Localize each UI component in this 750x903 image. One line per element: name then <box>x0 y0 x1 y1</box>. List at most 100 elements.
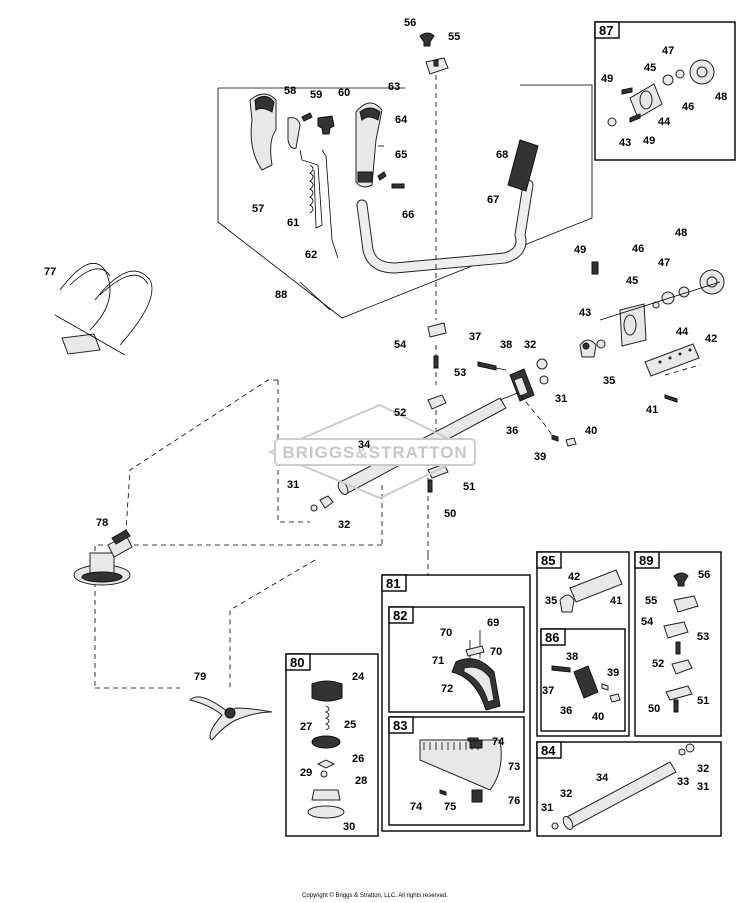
part-label-85-35: 35 <box>545 595 557 607</box>
part-label-87-45: 45 <box>644 62 656 74</box>
part-label-80-29: 29 <box>300 767 312 779</box>
part-label-63: 63 <box>388 81 400 93</box>
part-label-38: 38 <box>500 339 512 351</box>
part-label-82-70: 70 <box>440 627 452 639</box>
part-label-62: 62 <box>305 249 317 261</box>
part-label-89-52: 52 <box>652 658 664 670</box>
part-label-86-36: 36 <box>560 705 572 717</box>
part-label-43: 43 <box>579 307 591 319</box>
part-label-83-73: 73 <box>508 761 520 773</box>
part-label-89-53: 53 <box>697 631 709 643</box>
part-label-32: 32 <box>524 339 536 351</box>
part-label-87-47: 47 <box>662 45 674 57</box>
box-81-guard-assembly <box>381 574 531 832</box>
part-label-86-37: 37 <box>542 685 554 697</box>
part-label-86-38: 38 <box>566 651 578 663</box>
part-label-87-49b: 49 <box>643 135 655 147</box>
part-label-31b: 31 <box>287 479 299 491</box>
box-label-87: 87 <box>599 23 613 38</box>
part-label-80-25: 25 <box>344 719 356 731</box>
part-label-80-26: 26 <box>352 753 364 765</box>
part-label-53: 53 <box>454 367 466 379</box>
box-89-shaft-clamp <box>634 551 722 737</box>
blade-part <box>189 696 273 741</box>
handle-kit-group <box>217 84 593 319</box>
gear-housing-part <box>509 368 535 402</box>
box-label-84: 84 <box>541 743 556 758</box>
part-label-42: 42 <box>705 333 717 345</box>
part-label-83-76: 76 <box>508 795 520 807</box>
part-label-84-32: 32 <box>697 763 709 775</box>
part-label-34: 34 <box>358 439 371 451</box>
part-label-80-28: 28 <box>355 775 367 787</box>
part-label-80-30: 30 <box>343 821 355 833</box>
part-label-87-46: 46 <box>682 101 694 113</box>
part-label-82-69: 69 <box>487 617 499 629</box>
box-label-85: 85 <box>541 553 555 568</box>
guard-piece-part <box>451 658 501 711</box>
part-label-80-27: 27 <box>300 721 312 733</box>
part-label-84-31: 31 <box>697 781 709 793</box>
part-label-66: 66 <box>402 209 414 221</box>
part-label-60: 60 <box>338 87 350 99</box>
part-label-48: 48 <box>675 227 687 239</box>
shoulder-strap-part <box>54 262 153 356</box>
part-label-84-32b: 32 <box>560 788 572 800</box>
part-label-84-34: 34 <box>596 772 609 784</box>
box-85-guard-mount <box>536 551 630 737</box>
part-label-77: 77 <box>44 266 56 278</box>
part-label-55: 55 <box>448 31 460 43</box>
part-label-82-72: 72 <box>441 683 453 695</box>
part-label-65: 65 <box>395 149 407 161</box>
part-label-84-33: 33 <box>677 776 689 788</box>
trigger-part <box>287 117 301 149</box>
grip-part <box>507 139 539 192</box>
part-label-89-55: 55 <box>645 595 657 607</box>
box-label-82: 82 <box>393 608 407 623</box>
throttle-housing-part <box>355 102 383 188</box>
part-label-85-42: 42 <box>568 571 580 583</box>
part-label-41: 41 <box>646 404 658 416</box>
part-label-52: 52 <box>394 407 406 419</box>
part-label-89-50: 50 <box>648 703 660 715</box>
guard-plate-part <box>644 343 700 377</box>
brand-watermark: BRIGGS&STRATTON <box>267 403 478 500</box>
part-label-67: 67 <box>487 194 499 206</box>
part-label-58: 58 <box>284 85 296 97</box>
box-84-shaft-kit <box>536 741 722 837</box>
part-label-61: 61 <box>287 217 299 229</box>
part-label-39: 39 <box>534 451 546 463</box>
part-label-87-44: 44 <box>658 116 671 128</box>
part-label-56: 56 <box>404 17 416 29</box>
box-80-trimmer-head <box>285 653 379 837</box>
part-label-87-48: 48 <box>715 91 727 103</box>
part-label-86-39: 39 <box>607 667 619 679</box>
part-label-40: 40 <box>585 425 597 437</box>
part-label-50: 50 <box>444 508 456 520</box>
handle-housing-part <box>249 93 277 171</box>
part-label-32b: 32 <box>338 519 350 531</box>
box-label-80: 80 <box>290 655 304 670</box>
part-label-89-54: 54 <box>641 616 654 628</box>
part-label-80-24: 24 <box>352 671 365 683</box>
part-label-79: 79 <box>194 671 206 683</box>
part-label-31: 31 <box>555 393 567 405</box>
part-label-84-31b: 31 <box>541 802 553 814</box>
part-label-83-74: 74 <box>492 736 505 748</box>
part-label-68: 68 <box>496 149 508 161</box>
part-label-46: 46 <box>632 243 644 255</box>
copyright-notice: Copyright © Briggs & Stratton, LLC. All … <box>302 892 448 899</box>
watermark-text: BRIGGS&STRATTON <box>282 443 467 462</box>
part-label-57: 57 <box>252 203 264 215</box>
part-label-36: 36 <box>506 425 518 437</box>
box-label-81: 81 <box>386 576 400 591</box>
part-label-82-70b: 70 <box>490 646 502 658</box>
part-label-49: 49 <box>574 244 586 256</box>
box-label-86: 86 <box>545 630 559 645</box>
part-label-87-49: 49 <box>601 73 613 85</box>
trimmer-head-part <box>73 529 133 586</box>
part-label-87-43: 43 <box>619 137 631 149</box>
part-label-89-51: 51 <box>697 695 709 707</box>
part-label-44: 44 <box>676 326 689 338</box>
